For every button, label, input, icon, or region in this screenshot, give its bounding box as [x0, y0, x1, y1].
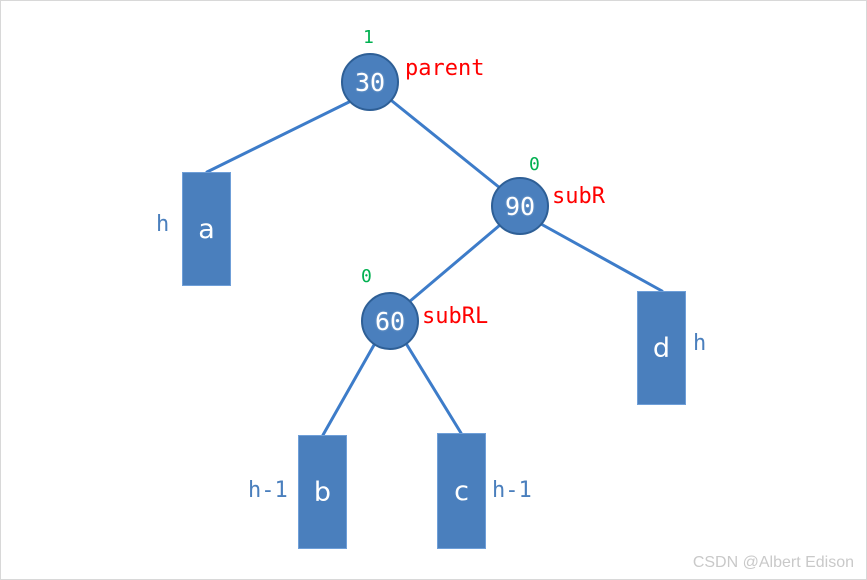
tree-edge-n90-rd	[539, 222, 664, 293]
tree-node-60[interactable]: 60	[361, 292, 419, 350]
height-label-b: h-1	[248, 478, 288, 503]
height-label-a: h	[156, 212, 170, 237]
watermark: CSDN @Albert Edison	[692, 554, 854, 571]
tree-node-30[interactable]: 30	[341, 53, 399, 111]
tree-edge-n60-rc	[405, 343, 463, 435]
balance-factor-60: 0	[361, 266, 372, 287]
tree-edge-n60-rb	[321, 343, 376, 437]
tree-node-90[interactable]: 90	[491, 177, 549, 235]
height-label-c: h-1	[492, 478, 532, 503]
subtree-rect-d[interactable]: d	[637, 291, 686, 405]
height-label-d: h	[693, 331, 707, 356]
subtree-rect-c[interactable]: c	[437, 433, 486, 549]
subtree-rect-a[interactable]: a	[182, 172, 231, 286]
balance-factor-90: 0	[529, 154, 540, 175]
role-label-subrl: subRL	[422, 304, 489, 329]
tree-edge-n30-n90	[390, 99, 502, 190]
tree-edge-n90-n60	[407, 223, 502, 304]
tree-edge-n30-ra	[205, 100, 351, 174]
balance-factor-30: 1	[363, 27, 374, 48]
role-label-parent: parent	[405, 56, 485, 81]
role-label-subr: subR	[552, 184, 605, 209]
subtree-rect-b[interactable]: b	[298, 435, 347, 549]
